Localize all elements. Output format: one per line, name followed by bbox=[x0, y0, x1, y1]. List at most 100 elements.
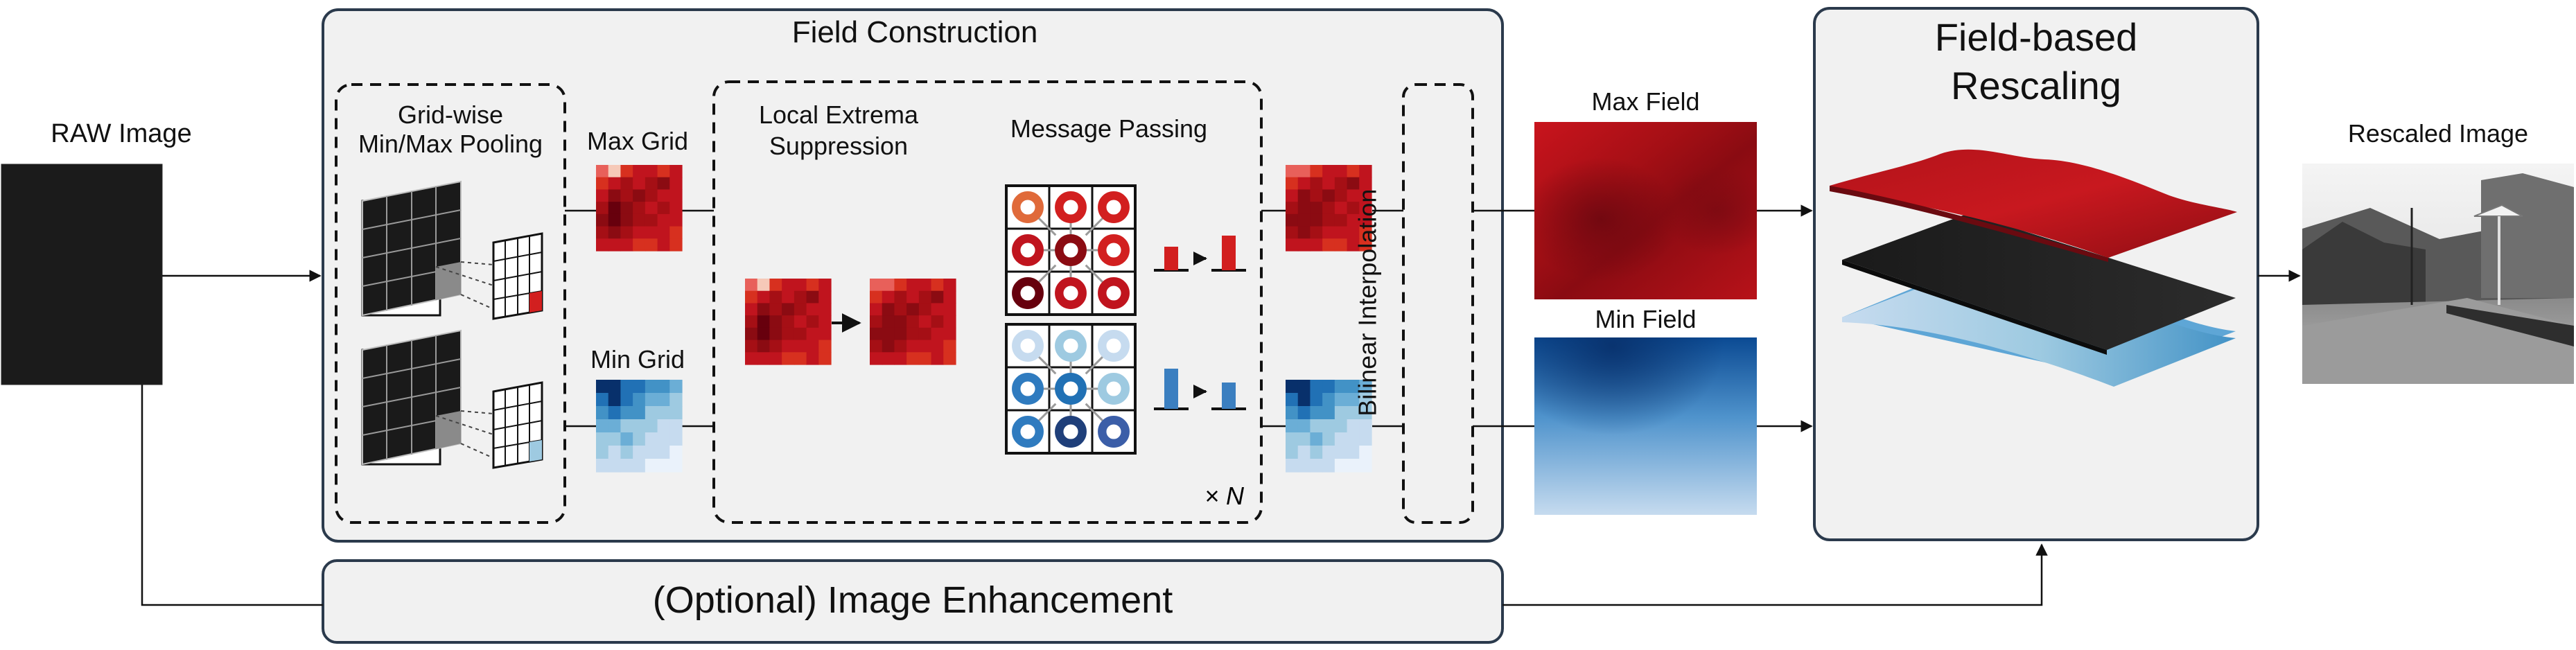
suppression-input-cell bbox=[757, 340, 771, 353]
suppression-output-cell bbox=[894, 327, 907, 341]
max-grid-refined-cell bbox=[1310, 189, 1323, 202]
min-grid-cell bbox=[633, 380, 646, 394]
suppression-input-cell bbox=[806, 279, 819, 292]
suppression-output-cell bbox=[906, 327, 920, 341]
min-grid-refined bbox=[1286, 380, 1372, 473]
suppression-input-cell bbox=[818, 340, 832, 353]
suppression-output-cell bbox=[943, 352, 956, 365]
suppression-input-cell bbox=[745, 352, 758, 365]
min-grid-cell bbox=[633, 393, 646, 407]
suppression-input-cell bbox=[757, 279, 771, 292]
suppression-input-cell bbox=[782, 303, 795, 316]
min-grid-refined-cell bbox=[1322, 419, 1335, 433]
max-grid-cell bbox=[596, 202, 609, 215]
field-rescaling-title-2: Rescaling bbox=[1951, 64, 2121, 107]
enhancement-label: (Optional) Image Enhancement bbox=[652, 579, 1173, 621]
max-grid-cell bbox=[596, 226, 609, 239]
bar-glyph-blue bbox=[1154, 369, 1246, 410]
min-grid-refined-cell bbox=[1310, 459, 1323, 473]
min-grid-cell bbox=[657, 446, 670, 459]
max-grid-refined-cell bbox=[1359, 177, 1372, 191]
min-grid-refined-cell bbox=[1359, 432, 1372, 446]
min-grid-refined-cell bbox=[1322, 406, 1335, 420]
mp-blue-node bbox=[1098, 416, 1130, 448]
min-grid-refined-cell bbox=[1310, 393, 1323, 407]
suppression-input-cell bbox=[794, 315, 807, 328]
min-grid-cell bbox=[620, 432, 633, 446]
min-grid-cell bbox=[657, 432, 670, 446]
max-grid-cell bbox=[645, 238, 658, 252]
min-grid-cell bbox=[645, 380, 658, 394]
max-grid-cell bbox=[633, 177, 646, 191]
suppression-output-cell bbox=[906, 352, 920, 365]
min-grid-refined-cell bbox=[1297, 432, 1311, 446]
suppression-output-cell bbox=[943, 279, 956, 292]
min-grid-cell bbox=[669, 393, 683, 407]
min-grid-cell bbox=[657, 459, 670, 473]
enhancement-panel bbox=[322, 559, 1504, 644]
field-rescaling-title-1: Field-based bbox=[1934, 15, 2138, 59]
suppression-input-cell bbox=[757, 315, 771, 328]
max-grid-refined-cell bbox=[1286, 226, 1299, 239]
suppression-output-cell bbox=[894, 303, 907, 316]
min-grid-cell bbox=[645, 459, 658, 473]
min-grid-refined-cell bbox=[1334, 432, 1348, 446]
max-grid-refined-cell bbox=[1322, 177, 1335, 191]
message-passing-red-grid bbox=[1005, 184, 1137, 316]
suppression-input-cell bbox=[745, 340, 758, 353]
min-grid-cell bbox=[608, 393, 622, 407]
max-grid-refined-cell bbox=[1347, 213, 1360, 227]
suppression-input-cell bbox=[806, 327, 819, 341]
max-grid-cell bbox=[657, 165, 670, 178]
min-grid-refined-cell bbox=[1310, 446, 1323, 459]
suppression-output-cell bbox=[918, 303, 932, 316]
pooling-box bbox=[335, 83, 566, 524]
min-grid-refined-cell bbox=[1286, 380, 1299, 394]
max-grid-refined-cell bbox=[1297, 165, 1311, 178]
min-grid-cell bbox=[596, 419, 609, 433]
max-grid-refined-cell bbox=[1286, 213, 1299, 227]
suppression-output-cell bbox=[906, 290, 920, 304]
max-grid-cell bbox=[633, 238, 646, 252]
max-grid-refined-cell bbox=[1347, 165, 1360, 178]
grid-pooling-label-2: Min/Max Pooling bbox=[358, 130, 543, 158]
suppression-input-cell bbox=[745, 279, 758, 292]
min-grid-refined-cell bbox=[1286, 419, 1299, 433]
max-grid-cell bbox=[645, 226, 658, 239]
max-grid-cell bbox=[608, 226, 622, 239]
min-grid-cell bbox=[608, 432, 622, 446]
mp-red-node bbox=[1012, 234, 1044, 266]
min-grid-cell bbox=[608, 419, 622, 433]
rescaled-image bbox=[2302, 164, 2574, 384]
suppression-input-cell bbox=[806, 290, 819, 304]
suppression-output-cell bbox=[870, 290, 883, 304]
max-grid-refined-cell bbox=[1334, 213, 1348, 227]
max-grid-cell bbox=[657, 177, 670, 191]
max-grid-refined-cell bbox=[1297, 238, 1311, 252]
max-grid-cell bbox=[620, 202, 633, 215]
max-grid-refined-cell bbox=[1334, 226, 1348, 239]
mp-blue-node bbox=[1012, 330, 1044, 362]
max-grid-refined-cell bbox=[1359, 165, 1372, 178]
suppression-input-cell bbox=[794, 352, 807, 365]
max-grid-refined-cell bbox=[1310, 202, 1323, 215]
suppression-output-cell bbox=[943, 327, 956, 341]
mp-red-node bbox=[1055, 277, 1087, 309]
mp-blue-node bbox=[1098, 330, 1130, 362]
suppression-output-cell bbox=[894, 352, 907, 365]
min-grid-cell bbox=[633, 432, 646, 446]
suppression-input-cell bbox=[782, 290, 795, 304]
suppression-output-cell bbox=[870, 352, 883, 365]
mp-red-node bbox=[1012, 191, 1044, 223]
max-grid-refined-cell bbox=[1347, 238, 1360, 252]
suppression-input-cell bbox=[818, 352, 832, 365]
min-grid-refined-cell bbox=[1334, 406, 1348, 420]
min-grid-label: Min Grid bbox=[590, 345, 685, 374]
max-grid-cell bbox=[633, 189, 646, 202]
max-grid-refined-cell bbox=[1297, 213, 1311, 227]
bar-glyph-red bbox=[1154, 236, 1246, 272]
max-grid-refined-cell bbox=[1286, 177, 1299, 191]
suppression-output-cell bbox=[918, 340, 932, 353]
message-passing-label: Message Passing bbox=[1010, 114, 1208, 143]
local-extrema-label-1: Local Extrema bbox=[758, 100, 919, 129]
